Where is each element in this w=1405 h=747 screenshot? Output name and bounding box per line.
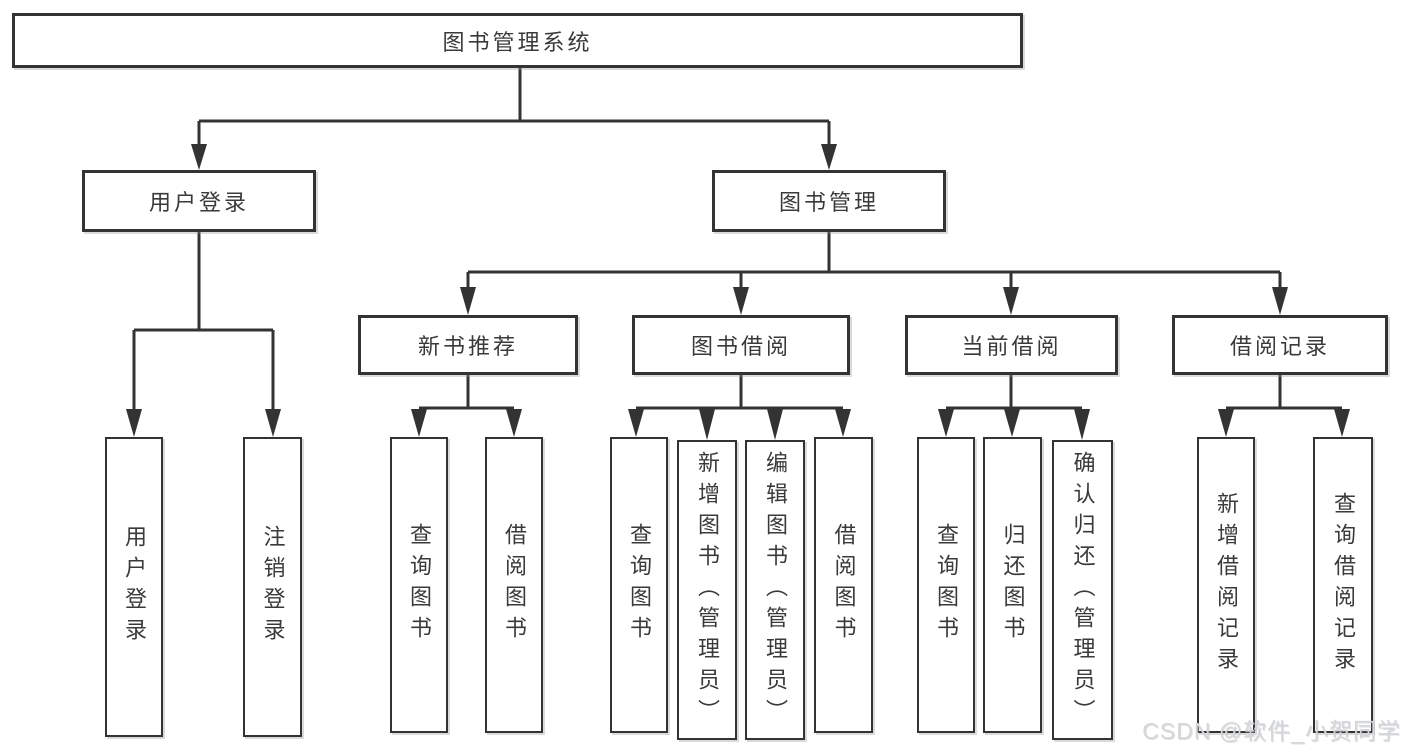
node-new-book-recommendation: 新书推荐 bbox=[358, 315, 578, 375]
leaf-return-books: 归还图书 bbox=[983, 437, 1042, 733]
connectors-new-book-recommendation bbox=[411, 375, 522, 437]
connectors-root bbox=[191, 66, 837, 170]
connectors-borrowing-records bbox=[1218, 375, 1350, 437]
node-library-management-system: 图书管理系统 bbox=[12, 13, 1023, 68]
leaf-query-books-borrow: 查询图书 bbox=[610, 437, 668, 733]
csdn-watermark: CSDN @软件_小贺同学 bbox=[1142, 718, 1401, 744]
leaf-add-borrow-record: 新增借阅记录 bbox=[1197, 437, 1255, 733]
leaf-edit-books-admin: 编辑图书（管理员） bbox=[745, 440, 805, 740]
node-user-login: 用户登录 bbox=[82, 170, 316, 232]
leaf-add-books-admin: 新增图书（管理员） bbox=[677, 440, 737, 740]
leaf-borrow-books: 借阅图书 bbox=[814, 437, 873, 733]
node-current-borrowing: 当前借阅 bbox=[905, 315, 1118, 375]
node-borrowing-records: 借阅记录 bbox=[1172, 315, 1388, 375]
node-book-management: 图书管理 bbox=[712, 170, 946, 232]
leaf-query-books-current: 查询图书 bbox=[917, 437, 975, 733]
connectors-book-borrowing bbox=[628, 375, 851, 440]
leaf-query-borrow-record: 查询借阅记录 bbox=[1313, 437, 1373, 733]
connectors-user-login bbox=[126, 232, 281, 437]
leaf-user-login: 用户登录 bbox=[105, 437, 163, 737]
leaf-confirm-return-admin: 确认归还（管理员） bbox=[1052, 440, 1113, 740]
leaf-borrow-books-recommend: 借阅图书 bbox=[485, 437, 543, 733]
leaf-logout: 注销登录 bbox=[243, 437, 302, 737]
connectors-current-borrowing bbox=[938, 375, 1090, 440]
leaf-query-books-recommend: 查询图书 bbox=[390, 437, 448, 733]
connectors-book-management bbox=[460, 232, 1288, 315]
node-book-borrowing: 图书借阅 bbox=[632, 315, 850, 375]
